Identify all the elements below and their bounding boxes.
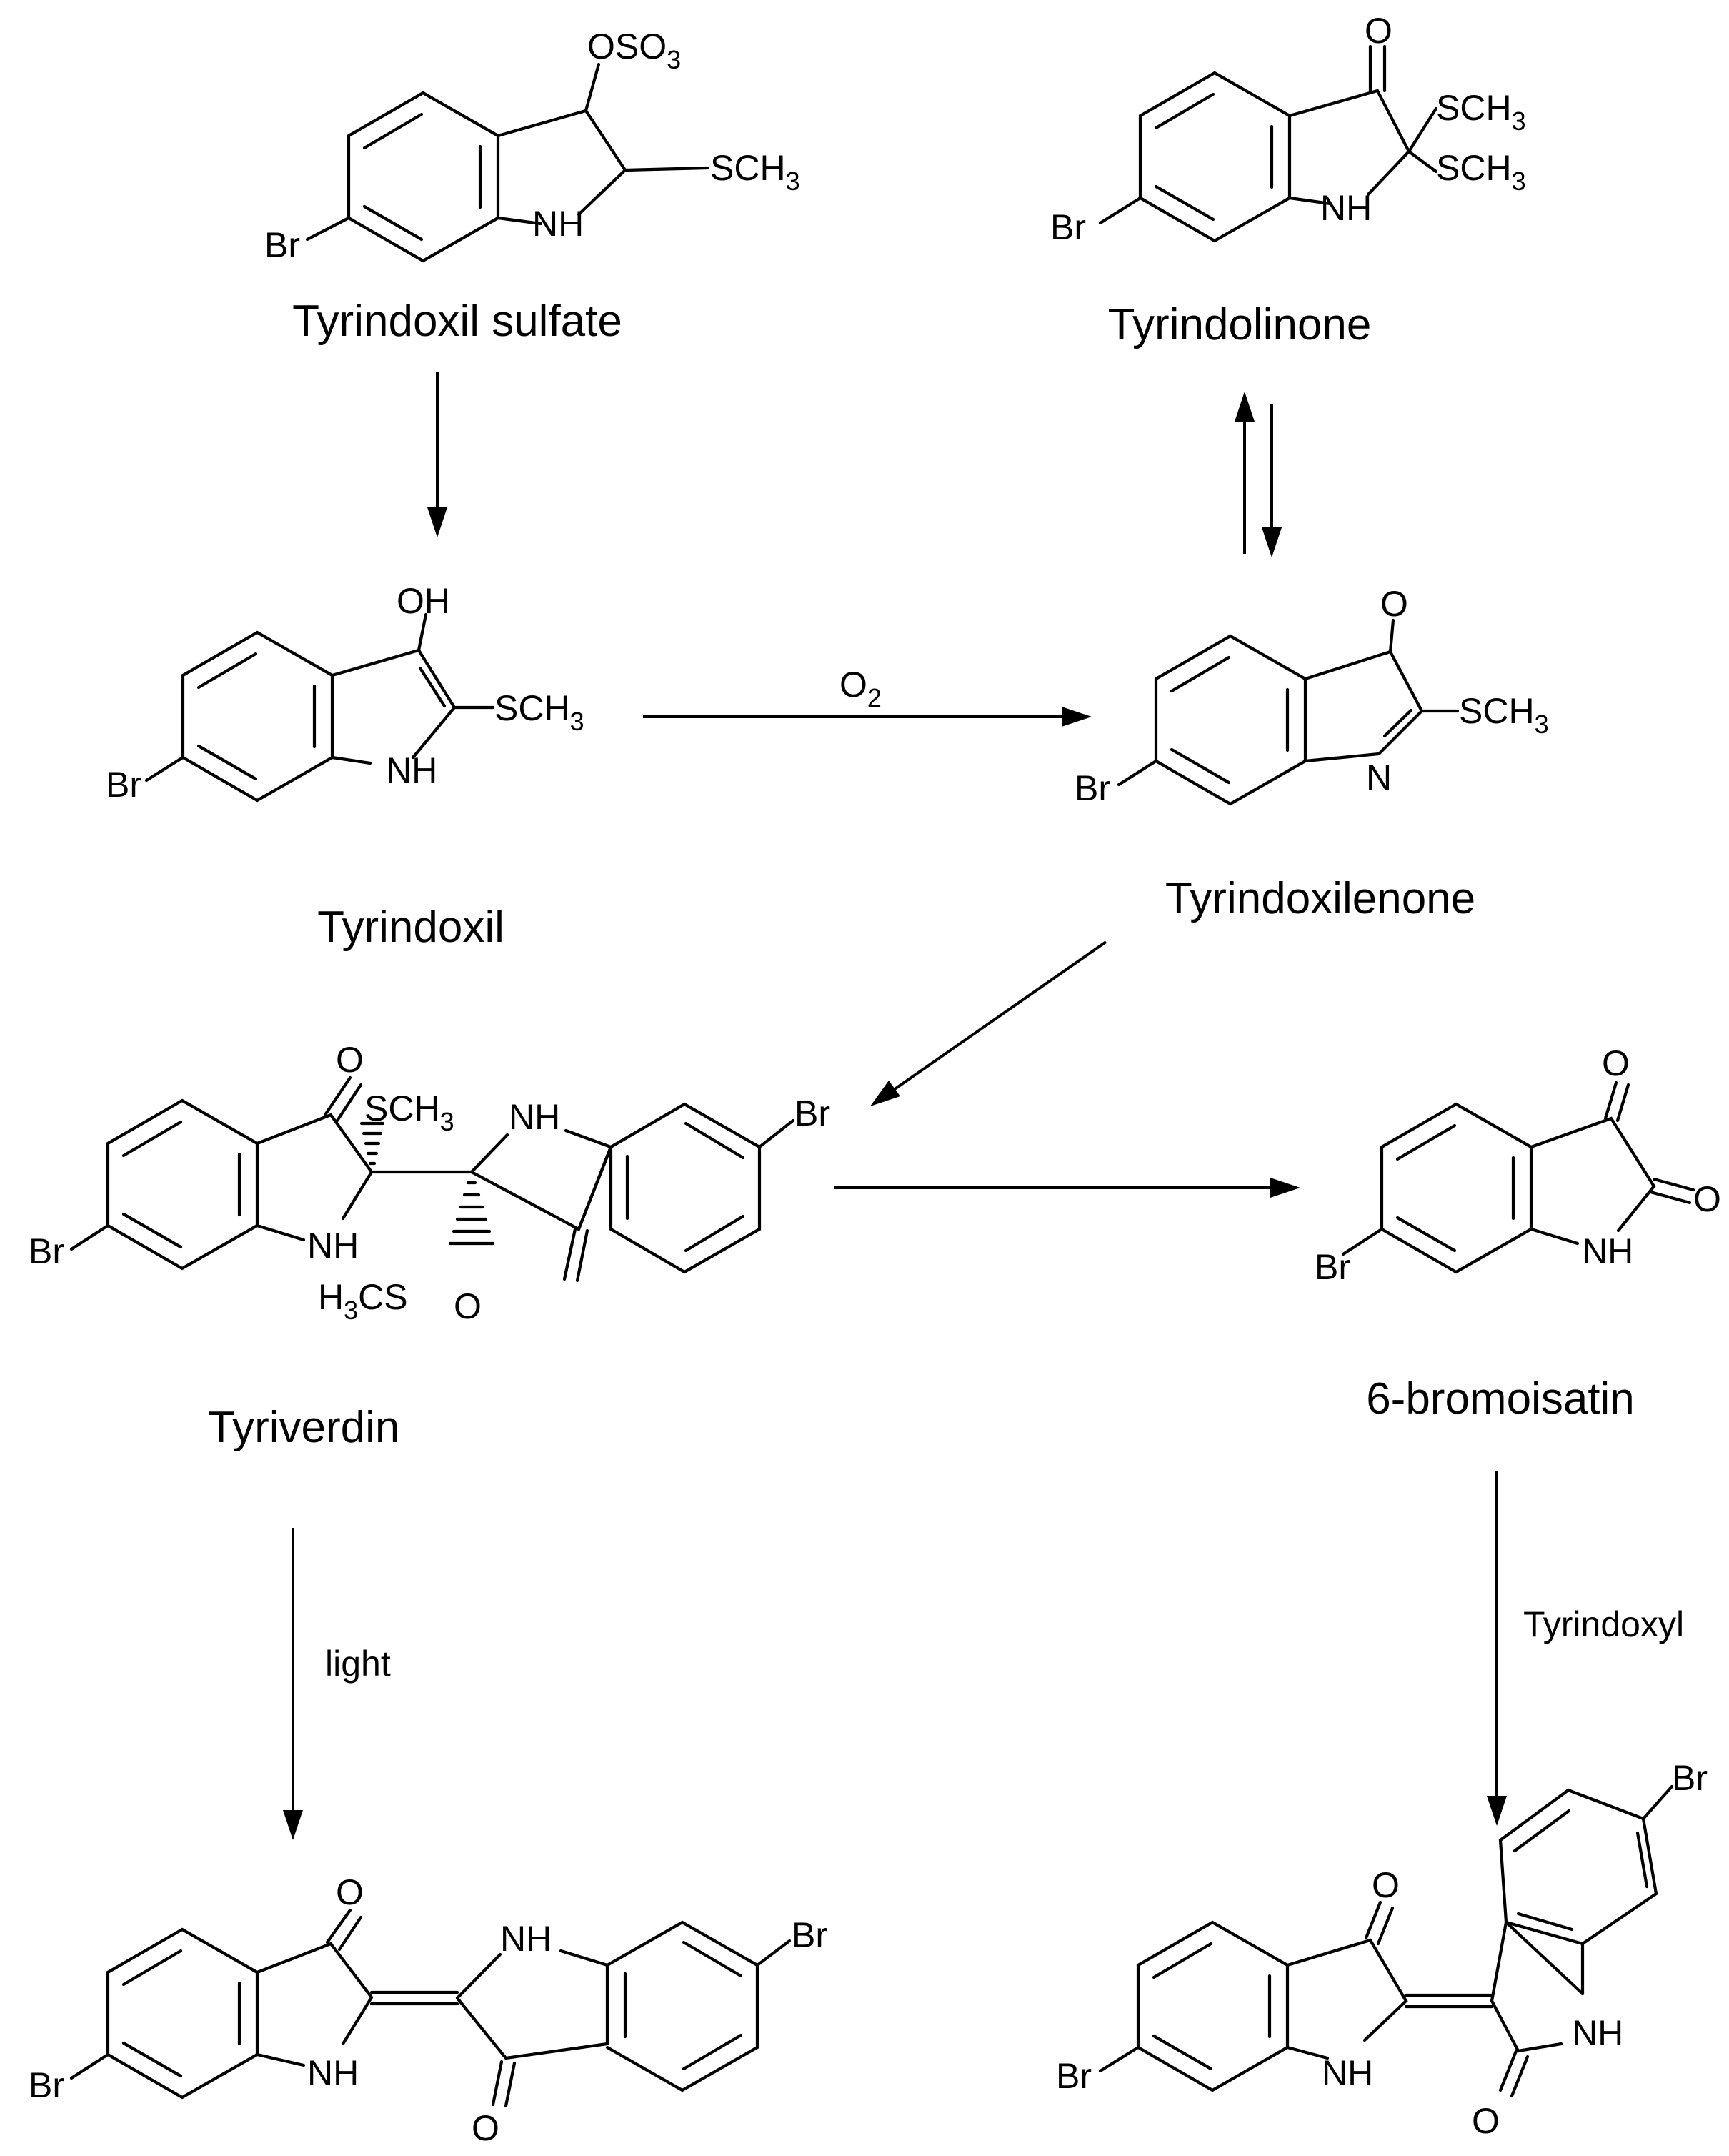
tyrindoxil-sulfate-structure: Br NH OSO3 SCH3 Tyrindoxil sulfate: [264, 26, 800, 346]
tyrindoxil-name: Tyrindoxil: [317, 903, 504, 952]
arrow-condensation: Tyrindoxyl: [1487, 1471, 1684, 1826]
nh-group-label: NH: [1322, 2053, 1373, 2093]
tyrindoxil-structure: OH Br NH SCH3 Tyrindoxil: [106, 581, 584, 952]
nh-group-label: NH: [1320, 188, 1372, 228]
nh-group-label: NH: [1572, 2013, 1623, 2053]
tyrindoxilenone-name: Tyrindoxilenone: [1165, 874, 1475, 923]
carbonyl-oxygen-label: O: [336, 1872, 364, 1912]
oxidation-condition-label: O2: [839, 665, 882, 712]
oso3-group-label: OSO3: [587, 26, 681, 74]
imine-nitrogen-label: N: [1366, 757, 1392, 798]
dibromoindirubin-structure: O O Br Br NH NH: [1056, 1758, 1708, 2141]
arrow-sulfate-to-tyrindoxil: [427, 372, 447, 537]
bromine-atom-label: Br: [1672, 1758, 1708, 1798]
carbonyl-oxygen-label: O: [472, 2108, 499, 2148]
bromine-atom-label: Br: [792, 1915, 827, 1955]
nh-group-label: NH: [509, 1097, 560, 1137]
arrow-photolysis: light: [283, 1528, 391, 1840]
nh-group-label: NH: [532, 204, 584, 244]
sch3-group-label: SCH3: [1436, 88, 1526, 136]
arrow-tyriverdin-to-bromoisatin: [834, 1178, 1300, 1198]
nh-group-label: NH: [307, 2053, 359, 2093]
carbonyl-oxygen-label: O: [1372, 1865, 1400, 1905]
carbonyl-oxygen-label: O: [1602, 1043, 1630, 1083]
hydroxyl-group-label: OH: [397, 581, 450, 621]
sch3-group-label: SCH3: [1436, 148, 1526, 196]
arrow-oxidation: O2: [643, 665, 1092, 727]
carbonyl-oxygen-label: O: [1365, 11, 1392, 51]
nh-group-label: NH: [307, 1226, 359, 1266]
nh-group-label: NH: [500, 1919, 552, 1959]
carbonyl-oxygen-label: O: [1380, 584, 1408, 624]
bromoisatin-name: 6-bromoisatin: [1366, 1374, 1635, 1424]
dibromoindigo-structure: O O Br Br NH NH: [29, 1872, 827, 2148]
nh-group-label: NH: [1582, 1231, 1633, 1271]
tyrindoxil-sulfate-name: Tyrindoxil sulfate: [292, 297, 622, 346]
sch3-group-label: SCH3: [1459, 691, 1549, 739]
tyriverdin-name: Tyriverdin: [208, 1403, 400, 1452]
tyrindolinone-structure: O Br NH SCH3 SCH3 Tyrindolinone: [1050, 11, 1526, 349]
carbonyl-oxygen-label: O: [1472, 2101, 1500, 2141]
condensation-condition-label: Tyrindoxyl: [1523, 1604, 1684, 1644]
tyrindoxilenone-structure: O Br N SCH3 Tyrindoxilenone: [1075, 584, 1549, 923]
bromine-atom-label: Br: [1075, 768, 1110, 808]
bromine-atom-label: Br: [1050, 207, 1086, 247]
tyriverdin-structure: O O Br Br NH NH SCH3 H3CS Tyriverdin: [29, 1040, 830, 1452]
bromine-atom-label: Br: [106, 765, 141, 805]
carbonyl-oxygen-label: O: [1693, 1179, 1721, 1219]
photolysis-condition-label: light: [325, 1644, 391, 1684]
h3cs-group-label: H3CS: [318, 1277, 408, 1325]
sch3-group-label: SCH3: [364, 1088, 454, 1136]
nh-group-label: NH: [386, 750, 437, 790]
bromine-atom-label: Br: [29, 1231, 64, 1271]
bromine-atom-label: Br: [264, 225, 300, 265]
bromine-atom-label: Br: [1056, 2056, 1092, 2096]
bromine-atom-label: Br: [1315, 1247, 1350, 1287]
bromoisatin-structure: O O Br NH 6-bromoisatin: [1315, 1043, 1721, 1424]
bromine-atom-label: Br: [29, 2065, 64, 2105]
carbonyl-oxygen-label: O: [336, 1040, 364, 1080]
sch3-group-label: SCH3: [494, 688, 584, 736]
carbonyl-oxygen-label: O: [454, 1286, 482, 1326]
bromine-atom-label: Br: [794, 1093, 830, 1133]
arrow-tyrindoxilenone-to-tyriverdin: [870, 940, 1107, 1106]
sch3-group-label: SCH3: [710, 148, 800, 196]
tyrindolinone-name: Tyrindolinone: [1108, 300, 1372, 349]
equilibrium-arrows: [1235, 392, 1282, 557]
